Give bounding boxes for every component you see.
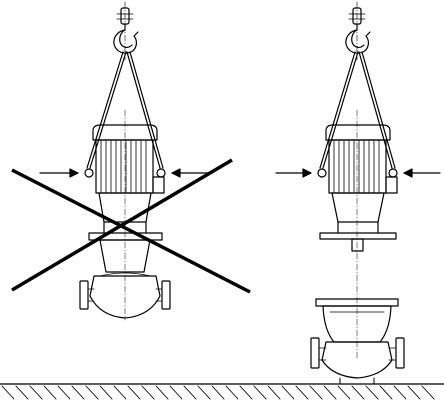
arrow-left-icon	[403, 168, 441, 178]
terminal-box	[152, 176, 165, 194]
motor-body	[328, 139, 387, 194]
arrow-right-icon	[275, 168, 312, 178]
lifting-eye-left	[84, 168, 94, 178]
correct-lifting-assembly	[275, 1, 441, 385]
wrong-lifting-assembly	[11, 1, 251, 321]
motor-top-cap	[92, 124, 158, 141]
motor-flange	[319, 232, 397, 240]
motor-shaft	[351, 238, 364, 252]
arrow-left-icon	[171, 168, 211, 178]
motor-fins	[100, 140, 147, 193]
outlet-flange	[395, 337, 405, 369]
crane-hook-icon	[345, 1, 371, 61]
motor-fins	[333, 140, 380, 193]
lifting-eye-right	[156, 168, 166, 178]
motor-lantern	[331, 192, 385, 223]
inlet-flange	[310, 337, 320, 369]
lifting-eye-right	[388, 168, 398, 178]
lifting-eye-left	[317, 168, 327, 178]
wrong-method-cross	[11, 158, 251, 294]
terminal-box	[385, 176, 398, 194]
motor-body	[95, 139, 154, 194]
arrow-right-icon	[39, 168, 79, 178]
pump-volute	[89, 275, 161, 319]
pump-housing	[99, 239, 151, 273]
pump-foot	[339, 377, 375, 385]
hatched-floor	[0, 383, 444, 400]
inlet-flange	[79, 280, 89, 310]
lifting-sling	[319, 51, 396, 169]
motor-top-cap	[325, 124, 391, 141]
crane-hook-icon	[113, 1, 139, 61]
outlet-flange	[161, 280, 171, 310]
pump-volute	[321, 341, 393, 379]
